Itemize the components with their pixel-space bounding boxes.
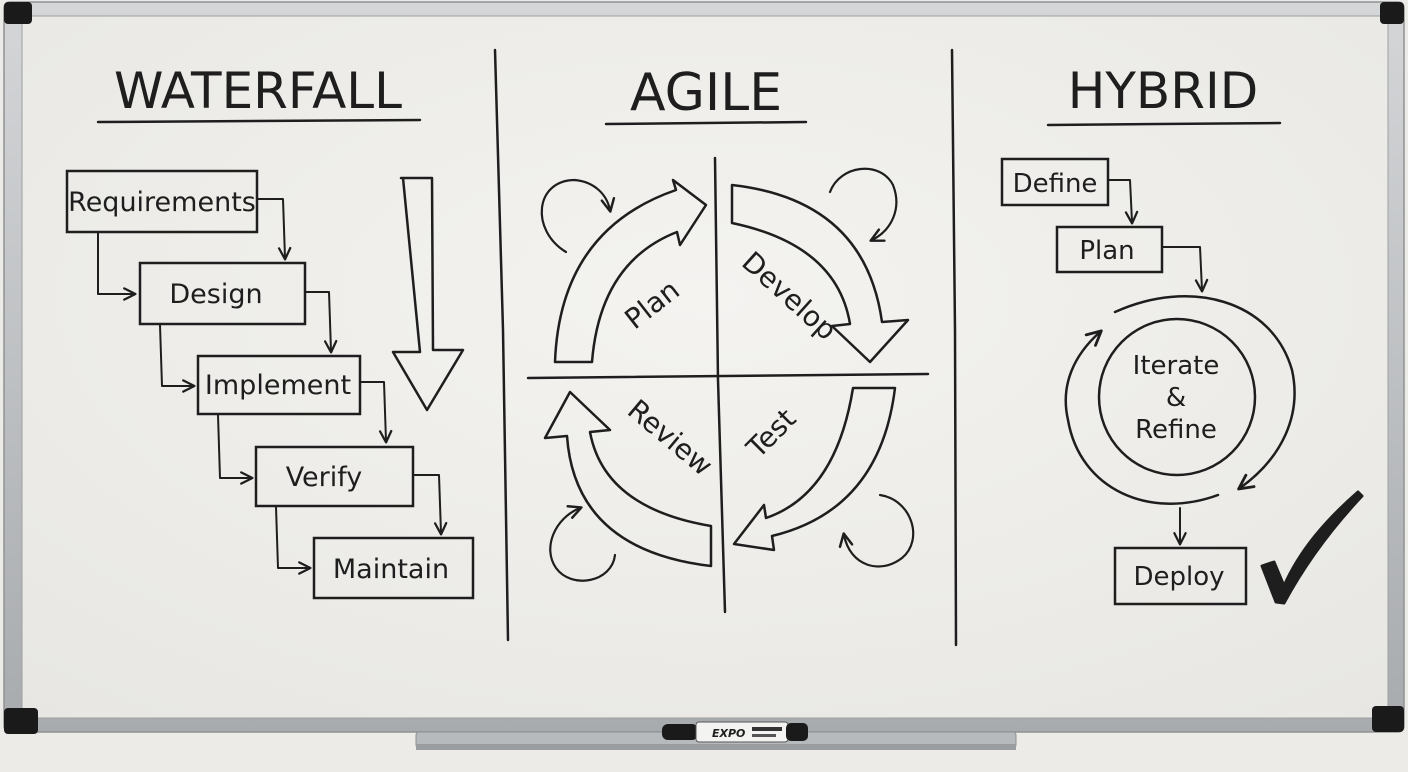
hybrid-step-plan: Plan: [1055, 225, 1164, 274]
agile-title: AGILE: [630, 63, 782, 123]
agile-loop-icon-bottom-right: [838, 493, 915, 568]
column-dividers: [493, 48, 958, 647]
agile-develop-arrow-icon: [730, 183, 910, 364]
svg-text:Requirements: Requirements: [68, 187, 256, 218]
hybrid-step-deploy: Deploy: [1113, 546, 1248, 606]
waterfall-down-arrow-icon: [391, 176, 465, 412]
dry-erase-marker[interactable]: EXPO: [662, 721, 808, 743]
agile-loop-icon-top-right: [828, 167, 898, 242]
svg-text:Maintain: Maintain: [333, 554, 449, 585]
hybrid-connector-define-plan: [1107, 179, 1139, 225]
agile-plan-arrow-icon: [553, 178, 708, 364]
hybrid-iterate-circle: [1097, 317, 1257, 477]
waterfall-section: WATERFALL Requirements Design Implement …: [65, 62, 475, 600]
svg-text:Plan: Plan: [1079, 236, 1134, 266]
svg-text:Verify: Verify: [286, 462, 363, 493]
waterfall-step-verify: Verify: [254, 445, 415, 508]
svg-text:Deploy: Deploy: [1133, 562, 1224, 592]
waterfall-step-maintain: Maintain: [312, 536, 475, 600]
agile-title-underline: [604, 120, 808, 126]
agile-axis-horizontal: [526, 372, 930, 380]
svg-text:Define: Define: [1013, 169, 1098, 199]
hybrid-iterate-line-1: Iterate: [1133, 351, 1220, 381]
agile-loop-icon-bottom-left: [549, 505, 617, 582]
frame-corner-bottom-left: [4, 708, 38, 734]
svg-text:Implement: Implement: [205, 370, 351, 401]
waterfall-title: WATERFALL: [114, 62, 402, 120]
waterfall-connectors: [97, 198, 448, 575]
frame-corner-top-right: [1380, 2, 1404, 24]
hybrid-title-underline: [1046, 121, 1282, 127]
hybrid-iterate-line-3: Refine: [1135, 415, 1217, 445]
waterfall-step-design: Design: [138, 261, 307, 326]
hybrid-connector-plan-loop: [1161, 246, 1209, 293]
waterfall-step-requirements: Requirements: [65, 169, 259, 234]
agile-review-arrow-icon: [543, 390, 713, 568]
hybrid-section: HYBRID Define Plan Iterate & Refine Depl…: [1000, 62, 1364, 606]
hybrid-iterate-line-2: &: [1166, 383, 1186, 413]
board-frame: [3, 1, 1405, 734]
hybrid-cycle-arrow-left-icon: [1064, 329, 1220, 505]
svg-text:Design: Design: [169, 279, 262, 310]
waterfall-step-implement: Implement: [196, 354, 362, 416]
agile-loop-icon-top-left: [540, 178, 616, 254]
checkmark-icon: [1260, 490, 1364, 605]
agile-axis-vertical: [713, 156, 727, 614]
frame-corner-top-left: [4, 2, 32, 24]
waterfall-title-underline: [96, 118, 422, 124]
hybrid-title: HYBRID: [1068, 62, 1258, 120]
hybrid-step-define: Define: [1000, 157, 1110, 207]
hybrid-cycle-arrow-right-icon: [1113, 295, 1296, 491]
frame-corner-bottom-right: [1372, 706, 1404, 732]
agile-test-arrow-icon: [732, 386, 897, 552]
marker-brand: EXPO: [712, 727, 745, 740]
